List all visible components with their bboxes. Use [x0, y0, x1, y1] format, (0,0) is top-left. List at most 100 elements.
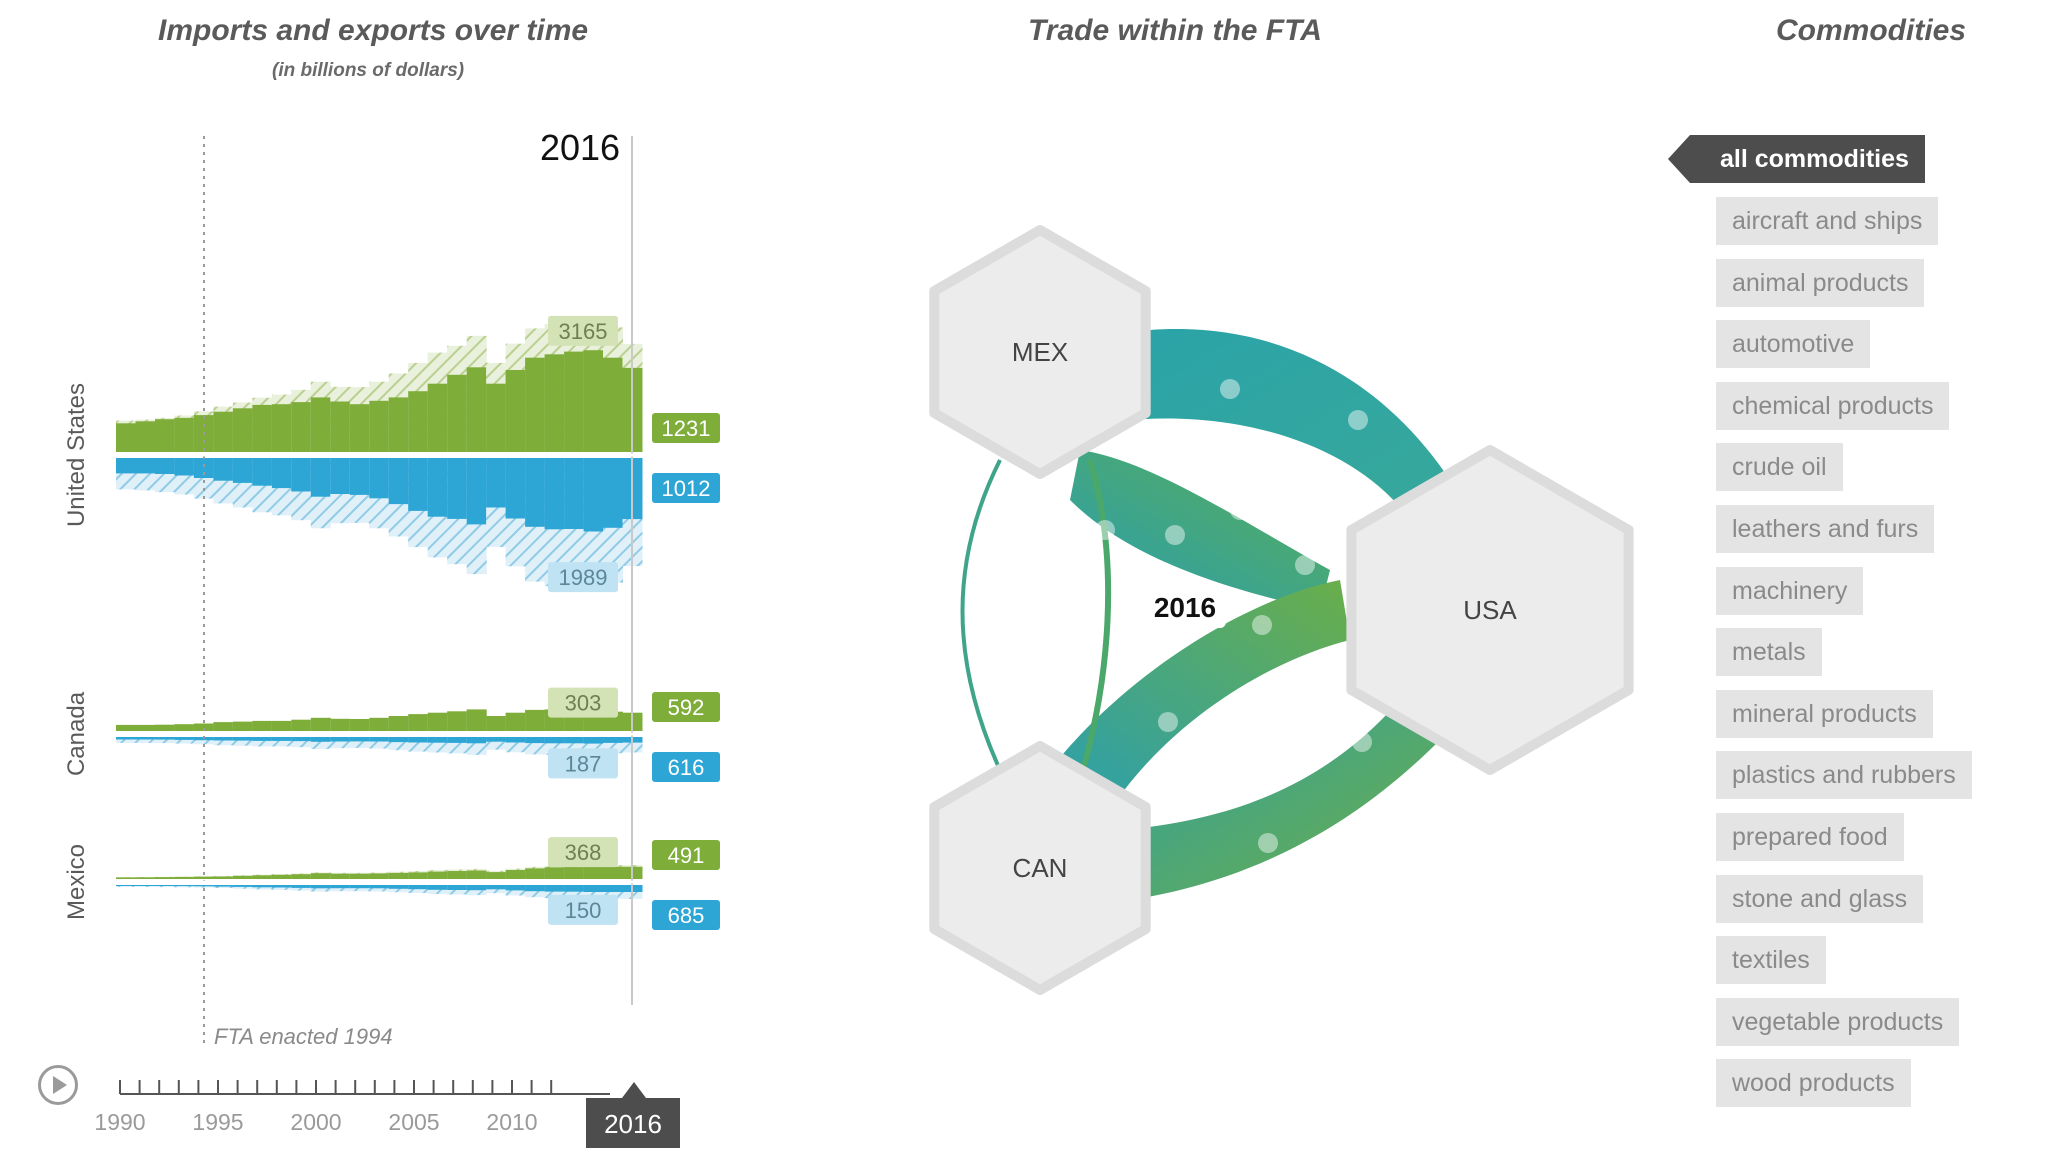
export-bar: [525, 357, 546, 452]
export-bar: [193, 876, 214, 879]
export-bar: [603, 357, 623, 452]
import-bar: [486, 458, 507, 508]
flow-particle: [1220, 379, 1240, 399]
export-bar: [271, 720, 292, 731]
play-icon[interactable]: [38, 1065, 78, 1105]
exports-value-badge: 1231: [662, 416, 711, 441]
import-bar: [349, 737, 370, 742]
imports-total-badge: 1989: [559, 565, 608, 590]
timeline-tick-label: 2000: [290, 1109, 341, 1135]
total-imports-bar: [174, 737, 195, 744]
commodity-machinery[interactable]: machinery: [1716, 566, 1864, 615]
commodity-textiles[interactable]: textiles: [1716, 936, 1826, 985]
commodity-leathers-and-furs[interactable]: leathers and furs: [1716, 505, 1935, 553]
export-bar: [330, 873, 351, 879]
export-bar: [213, 876, 234, 879]
import-bar: [349, 885, 370, 889]
flow-particle: [1270, 763, 1290, 783]
imports-value-badge: 616: [668, 755, 705, 780]
import-bar: [408, 737, 429, 743]
import-bar: [116, 458, 136, 474]
import-bar: [544, 458, 565, 530]
import-bar: [116, 885, 136, 886]
import-bar: [193, 885, 214, 887]
commodity-prepared-food[interactable]: prepared food: [1716, 813, 1904, 861]
export-bar: [116, 724, 136, 731]
import-bar: [544, 885, 565, 892]
flow-particle: [1258, 833, 1278, 853]
commodity-crude-oil[interactable]: crude oil: [1716, 443, 1843, 492]
import-bar: [271, 885, 292, 888]
total-trade-badge: 3165: [559, 319, 608, 344]
import-bar: [427, 458, 448, 517]
export-bar: [505, 870, 526, 879]
country-node-label: MEX: [1012, 337, 1068, 367]
import-bar: [486, 885, 507, 890]
total-trade-badge: 303: [565, 691, 602, 716]
export-bar: [408, 872, 429, 879]
export-bar: [564, 866, 585, 879]
import-bar: [252, 737, 273, 741]
total-trade-badge-bg: [548, 837, 618, 868]
export-bar: [116, 877, 136, 879]
commodity-metals[interactable]: metals: [1716, 628, 1822, 677]
commodity-plastics-and-rubbers[interactable]: plastics and rubbers: [1716, 751, 1972, 800]
network-year-bg: [1144, 588, 1226, 628]
export-bar: [252, 404, 273, 452]
exports-value-badge: 592: [668, 695, 705, 720]
export-bar: [369, 400, 390, 452]
commodity-animal-products[interactable]: animal products: [1716, 258, 1925, 307]
commodity-all-commodities[interactable]: all commodities: [1668, 135, 1925, 183]
network-year-label: 2016: [1154, 592, 1216, 623]
import-bar: [369, 737, 390, 742]
imports-value-badge: 1012: [662, 476, 711, 501]
commodity-aircraft-and-ships[interactable]: aircraft and ships: [1716, 197, 1939, 245]
import-bar: [486, 737, 507, 742]
export-bar: [408, 391, 429, 452]
export-bar: [330, 401, 351, 452]
import-bar: [369, 885, 390, 889]
commodity-chemical-products[interactable]: chemical products: [1716, 381, 1950, 430]
total-imports-bar: [232, 737, 253, 746]
export-bar: [232, 875, 253, 879]
commodity-mineral-products[interactable]: mineral products: [1716, 689, 1933, 738]
export-bar: [447, 871, 468, 879]
export-bar: [408, 714, 429, 731]
left-panel-title: Imports and exports over time: [158, 14, 589, 47]
commodity-automotive[interactable]: automotive: [1716, 320, 1871, 369]
commodity-stone-and-glass[interactable]: stone and glass: [1716, 874, 1924, 923]
export-bar: [155, 419, 175, 452]
import-bar: [564, 737, 585, 744]
import-bar: [310, 458, 331, 497]
country-label: Canada: [63, 691, 90, 776]
export-bar: [583, 866, 604, 879]
export-bar: [466, 367, 487, 452]
import-bar: [525, 737, 546, 744]
import-bar: [388, 737, 409, 743]
current-year-pointer: [622, 1082, 646, 1098]
export-bar: [310, 717, 331, 731]
export-bar: [291, 874, 312, 879]
commodity-vegetable-products[interactable]: vegetable products: [1716, 997, 1960, 1046]
export-bar: [116, 423, 136, 452]
flow-usa-to-can: [1120, 700, 1440, 900]
exports-value-badge-bg: [652, 840, 720, 870]
export-bar: [174, 876, 195, 879]
flow-particle: [1095, 520, 1115, 540]
import-bar: [291, 737, 312, 742]
export-bar: [135, 421, 156, 452]
import-bar: [466, 885, 487, 891]
commodity-wood-products[interactable]: wood products: [1716, 1059, 1911, 1108]
import-bar: [155, 458, 175, 474]
export-bar: [252, 875, 273, 879]
export-bar: [466, 870, 487, 879]
flow-can-to-mex-thin: [1077, 459, 1112, 781]
import-bar: [213, 458, 234, 481]
import-bar: [174, 458, 195, 476]
export-bar: [232, 721, 253, 731]
country-label: Mexico: [63, 844, 90, 920]
import-bar: [135, 458, 156, 474]
import-bar: [447, 458, 468, 519]
total-imports-bar: [349, 737, 370, 748]
import-bar: [466, 737, 487, 744]
